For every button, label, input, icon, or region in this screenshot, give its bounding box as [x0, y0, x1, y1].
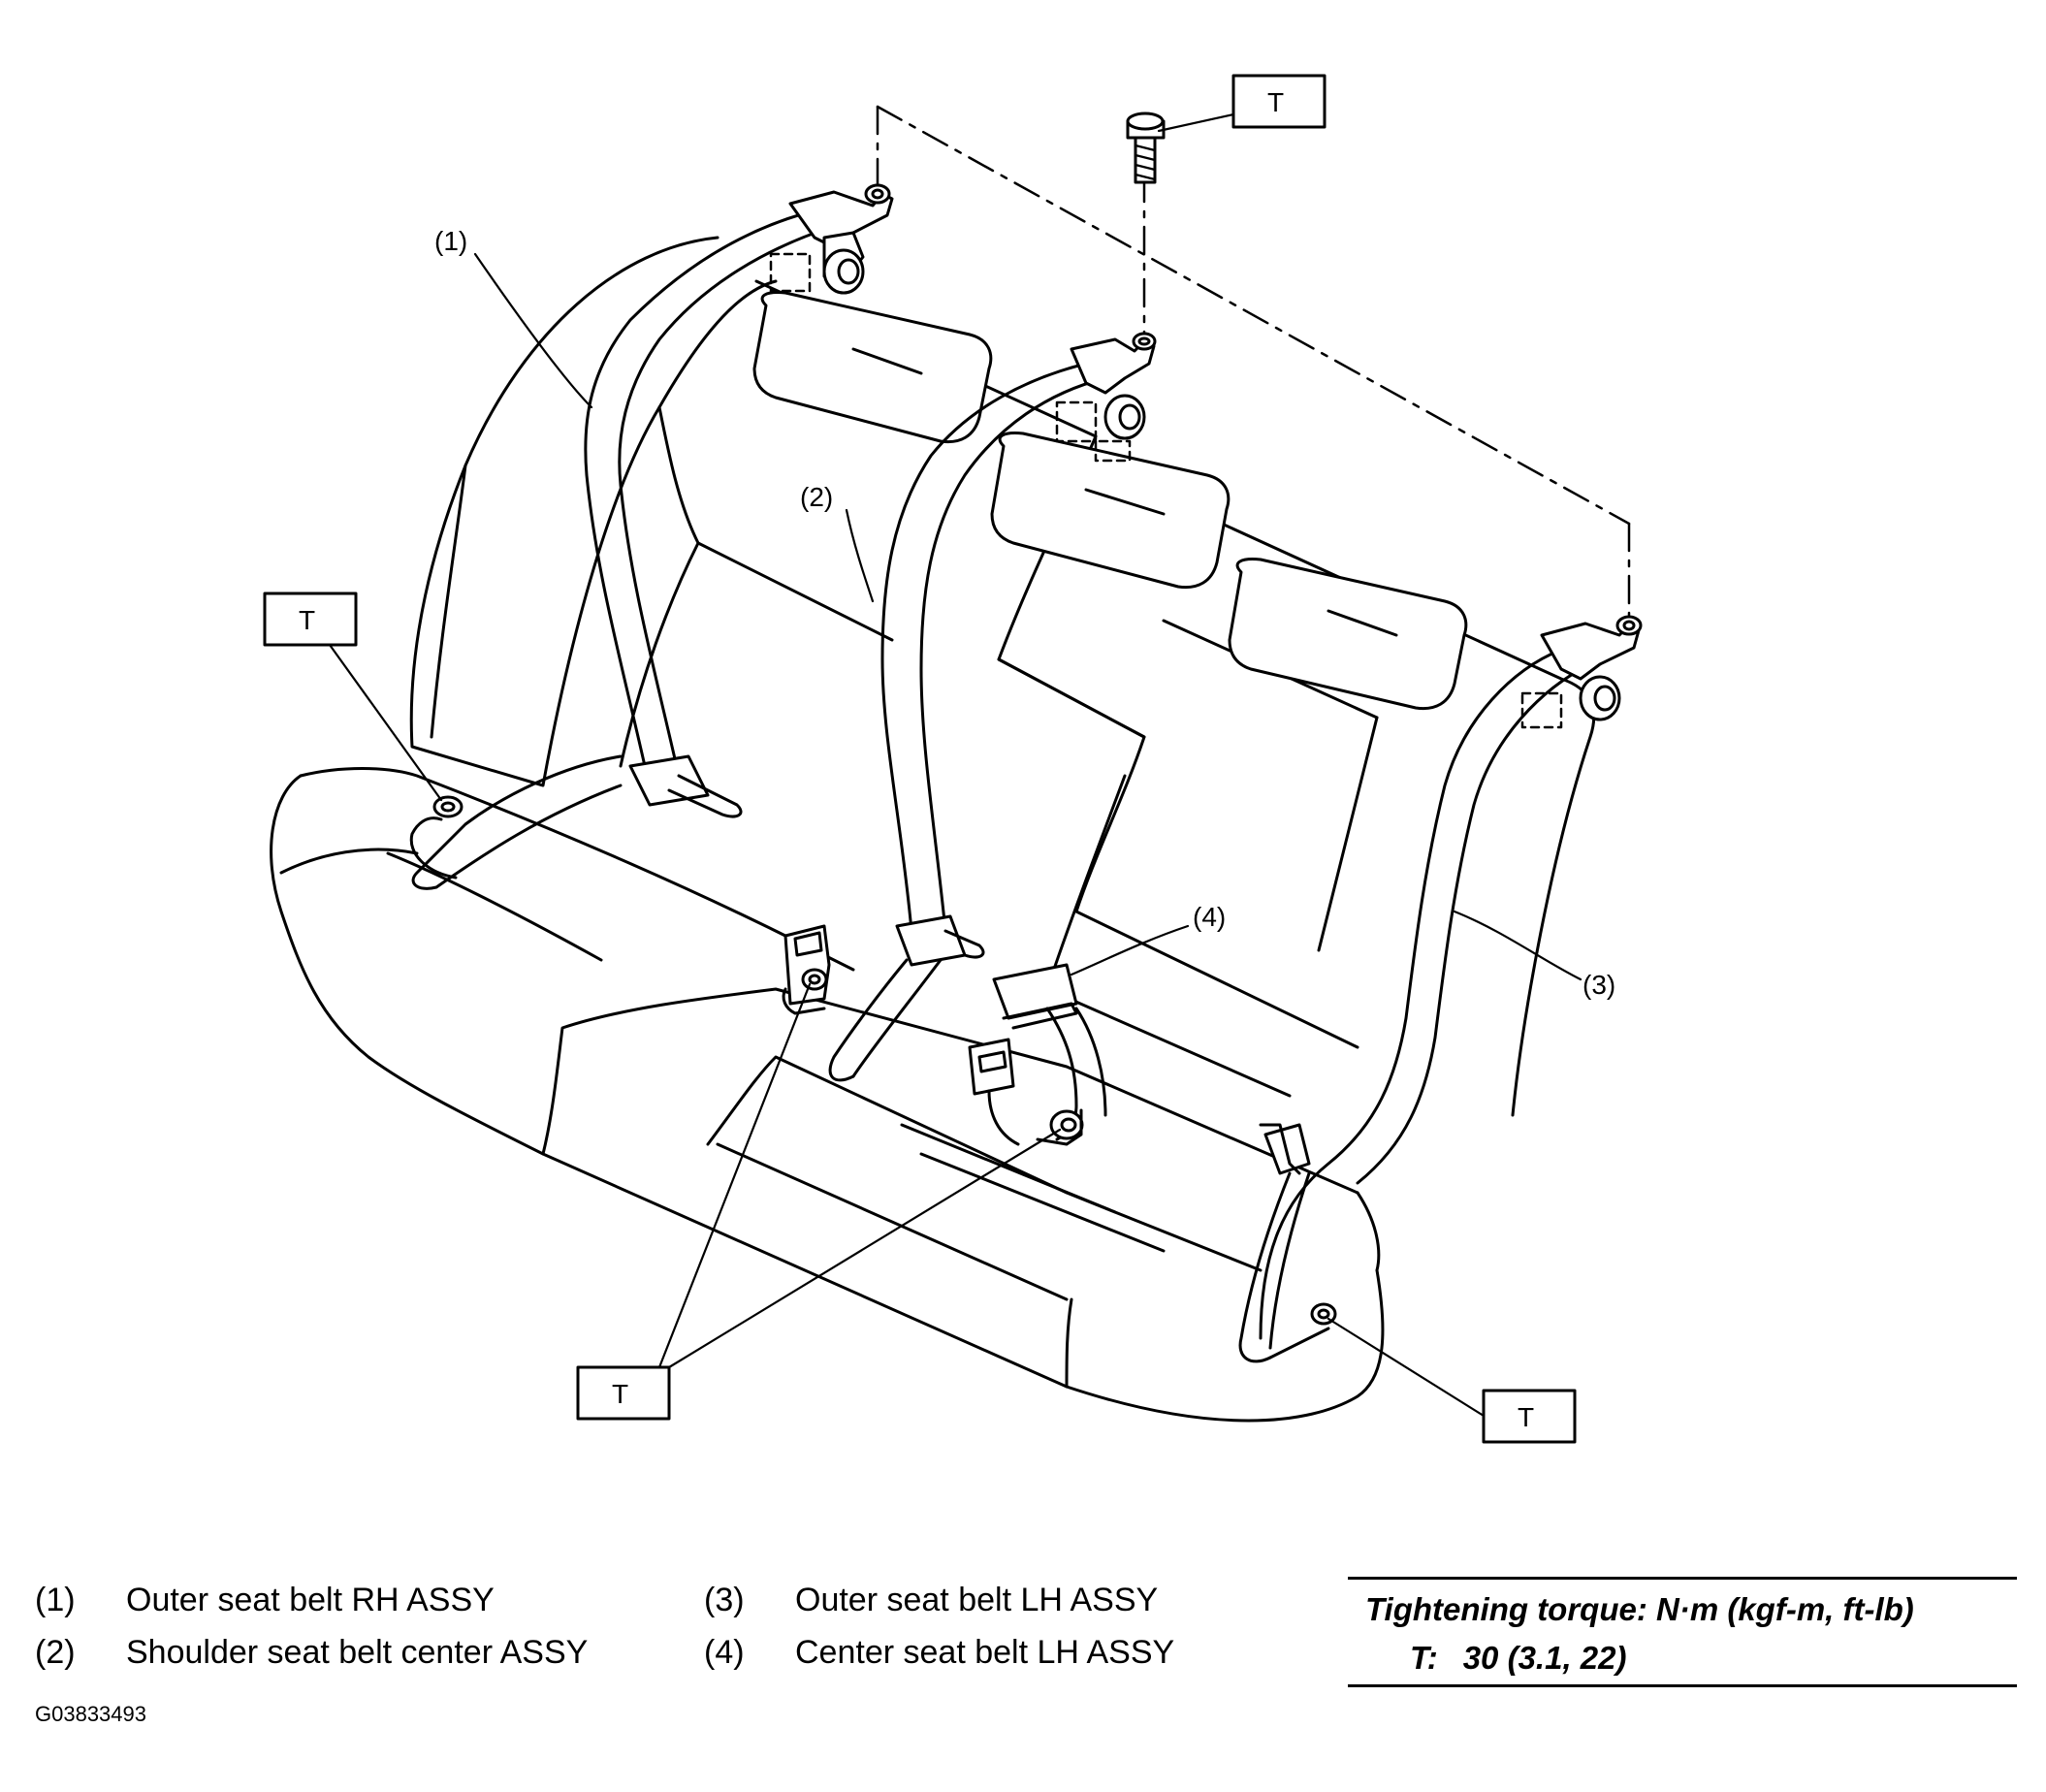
torque-box-top: T	[1231, 74, 1327, 129]
legend-text: Shoulder seat belt center ASSY	[126, 1634, 589, 1671]
torque-box-bottom-center: T	[576, 1365, 671, 1421]
legend-text: Outer seat belt RH ASSY	[126, 1582, 495, 1618]
legend-item-2: (2) Shoulder seat belt center ASSY	[35, 1633, 694, 1672]
belt-outer-rh	[409, 211, 831, 890]
svg-text:T: T	[612, 1379, 628, 1409]
leader-lines	[328, 112, 1582, 1418]
retractor-center	[1055, 332, 1157, 463]
callout-4: (4)	[1193, 902, 1226, 932]
belt-center-lap	[968, 963, 1107, 1146]
legend-number: (1)	[35, 1582, 76, 1618]
callout-1: (1)	[434, 226, 467, 256]
figure-code: G03833493	[35, 1702, 146, 1726]
headrest-left	[752, 291, 993, 444]
legend-number: (2)	[35, 1634, 76, 1671]
anchor-reference-lines	[876, 105, 1631, 623]
headrest-right	[1228, 558, 1468, 711]
svg-text:T: T	[299, 605, 315, 635]
svg-text:T: T	[1267, 87, 1284, 117]
bolt-icon	[1126, 112, 1166, 184]
torque-value-row: T: 30 (3.1, 22)	[1410, 1640, 1626, 1677]
buckle-rh	[782, 924, 831, 1015]
callout-3: (3)	[1582, 970, 1615, 1000]
legend-number: (4)	[704, 1634, 745, 1671]
legend-text: Outer seat belt LH ASSY	[795, 1582, 1159, 1618]
svg-text:T: T	[1518, 1402, 1534, 1432]
legend-text: Center seat belt LH ASSY	[795, 1634, 1175, 1671]
legend-number: (3)	[704, 1582, 745, 1618]
callout-2: (2)	[800, 482, 833, 512]
retractor-rh	[769, 183, 894, 295]
legend-item-1: (1) Outer seat belt RH ASSY	[35, 1581, 694, 1619]
torque-box-left: T	[263, 592, 358, 647]
belt-outer-lh	[1238, 648, 1592, 1363]
headrest-center	[990, 432, 1231, 590]
torque-title: Tightening torque: N·m (kgf-m, ft-lb)	[1365, 1591, 1914, 1627]
torque-value: 30 (3.1, 22)	[1462, 1640, 1627, 1676]
belt-shoulder-center	[828, 362, 1107, 1082]
torque-label: T:	[1410, 1640, 1438, 1676]
torque-box-bottom-right: T	[1482, 1389, 1577, 1444]
seat-cushion	[270, 767, 1385, 1423]
legend-item-4: (4) Center seat belt LH ASSY	[704, 1633, 1286, 1672]
retractor-lh	[1520, 615, 1643, 729]
legend-item-3: (3) Outer seat belt LH ASSY	[704, 1581, 1286, 1619]
tightening-torque-table: Tightening torque: N·m (kgf-m, ft-lb) T:…	[1348, 1577, 2017, 1687]
